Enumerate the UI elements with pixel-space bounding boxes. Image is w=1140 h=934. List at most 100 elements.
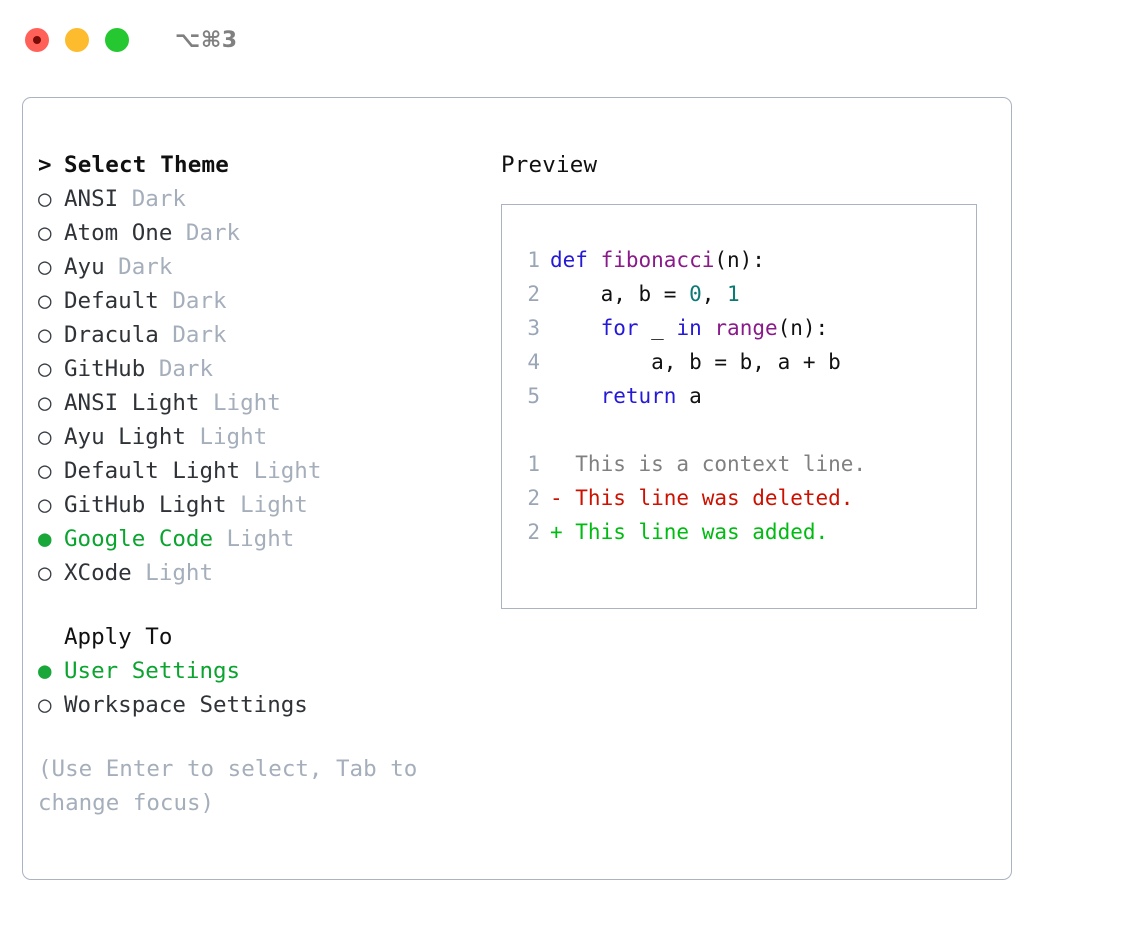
theme-kind-badge: Dark bbox=[172, 220, 241, 246]
apply-to-header: Apply To bbox=[38, 620, 478, 654]
radio-unselected-icon[interactable]: ○ bbox=[38, 492, 52, 518]
diff-line-text: This is a context line. bbox=[550, 452, 867, 476]
theme-list-item[interactable]: ○ GitHub Dark bbox=[38, 352, 478, 386]
radio-selected-icon[interactable]: ● bbox=[38, 526, 52, 552]
recording-dot-icon bbox=[33, 36, 41, 44]
apply-to-option[interactable]: ●User Settings bbox=[38, 654, 478, 688]
code-token: def bbox=[550, 248, 601, 272]
radio-unselected-icon[interactable]: ○ bbox=[38, 186, 52, 212]
maximize-window-button[interactable] bbox=[105, 28, 129, 52]
minimize-window-button[interactable] bbox=[65, 28, 89, 52]
theme-list-item[interactable]: ● Google Code Light bbox=[38, 522, 478, 556]
code-token: return bbox=[600, 384, 677, 408]
code-token: , bbox=[701, 282, 728, 306]
theme-kind-badge: Dark bbox=[145, 356, 214, 382]
theme-kind-badge: Dark bbox=[104, 254, 173, 280]
theme-list-item[interactable]: ○ Default Light Light bbox=[38, 454, 478, 488]
apply-to-option-label: Workspace Settings bbox=[64, 692, 308, 718]
code-line-number: 5 bbox=[527, 384, 540, 408]
theme-kind-badge: Light bbox=[131, 560, 214, 586]
theme-name: GitHub bbox=[64, 356, 146, 382]
theme-list-item[interactable]: ○ Default Dark bbox=[38, 284, 478, 318]
main-panel: >Select Theme ○ANSI Dark○Atom One Dark○A… bbox=[22, 97, 1012, 880]
theme-list-item[interactable]: ○ ANSI Dark bbox=[38, 182, 478, 216]
code-token: for bbox=[600, 316, 639, 340]
code-line: 5 return a bbox=[514, 379, 976, 413]
theme-name: Ayu Light bbox=[64, 424, 186, 450]
close-window-button[interactable] bbox=[25, 28, 49, 52]
diff-line: 2 + This line was added. bbox=[514, 515, 976, 549]
theme-kind-badge: Light bbox=[185, 424, 268, 450]
code-token: (n): bbox=[777, 316, 829, 340]
code-token: (n): bbox=[714, 248, 765, 272]
theme-name: XCode bbox=[64, 560, 132, 586]
select-theme-title: Select Theme bbox=[64, 152, 229, 178]
diff-sample-block: 1 This is a context line.2- This line wa… bbox=[514, 447, 976, 549]
theme-list-item[interactable]: ○ XCode Light bbox=[38, 556, 478, 590]
code-token: a, b = bbox=[550, 282, 690, 306]
theme-name: ANSI bbox=[64, 186, 119, 212]
code-line: 3 for _ in range(n): bbox=[514, 311, 976, 345]
select-theme-header: > Select Theme bbox=[38, 148, 478, 182]
diff-line: 1 This is a context line. bbox=[514, 447, 976, 481]
keyboard-shortcut-label: ⌥⌘3 bbox=[175, 27, 238, 53]
code-line: 2 a, b = 0, 1 bbox=[514, 277, 976, 311]
radio-unselected-icon[interactable]: ○ bbox=[38, 322, 52, 348]
radio-unselected-icon[interactable]: ○ bbox=[38, 390, 52, 416]
radio-unselected-icon[interactable]: ○ bbox=[38, 254, 52, 280]
code-token bbox=[702, 316, 715, 340]
traffic-light-controls bbox=[25, 28, 129, 52]
code-token: a, b = b, a + b bbox=[550, 350, 841, 374]
apply-to-option[interactable]: ○ Workspace Settings bbox=[38, 688, 478, 722]
code-token bbox=[550, 384, 601, 408]
hint-text: (Use Enter to select, Tab to change focu… bbox=[38, 756, 418, 816]
theme-list-item[interactable]: ○Dracula Dark bbox=[38, 318, 478, 352]
theme-kind-badge: Light bbox=[240, 458, 322, 484]
code-line-number: 4 bbox=[527, 350, 540, 374]
theme-list-item[interactable]: ○ ANSI Light Light bbox=[38, 386, 478, 420]
theme-list-item[interactable]: ○Ayu Dark bbox=[38, 250, 478, 284]
code-token: a bbox=[676, 384, 702, 408]
theme-kind-badge: Dark bbox=[118, 186, 186, 212]
diff-line-text: + This line was added. bbox=[550, 520, 829, 544]
diff-line-number: 2 bbox=[527, 486, 540, 510]
radio-selected-icon[interactable]: ● bbox=[38, 658, 52, 684]
theme-name: Atom One bbox=[64, 220, 173, 246]
theme-kind-badge: Light bbox=[213, 526, 295, 552]
theme-name: Dracula bbox=[64, 322, 159, 348]
radio-unselected-icon[interactable]: ○ bbox=[38, 288, 52, 314]
radio-unselected-icon[interactable]: ○ bbox=[38, 692, 52, 718]
theme-name: ANSI Light bbox=[64, 390, 200, 416]
apply-to-list: ●User Settings ○ Workspace Settings bbox=[38, 654, 478, 722]
preview-spacer bbox=[514, 413, 976, 447]
preview-title: Preview bbox=[501, 152, 598, 178]
theme-list-item[interactable]: ○ Ayu Light Light bbox=[38, 420, 478, 454]
code-token: fibonacci bbox=[600, 248, 715, 272]
diff-line: 2- This line was deleted. bbox=[514, 481, 976, 515]
theme-name: Default Light bbox=[64, 458, 241, 484]
radio-unselected-icon[interactable]: ○ bbox=[38, 424, 52, 450]
theme-name: Default bbox=[64, 288, 159, 314]
code-token: 0 bbox=[689, 282, 702, 306]
radio-unselected-icon[interactable]: ○ bbox=[38, 220, 52, 246]
diff-line-number: 2 bbox=[527, 520, 540, 544]
apply-to-section: Apply To ●User Settings ○ Workspace Settin… bbox=[38, 620, 478, 722]
theme-name: Google Code bbox=[64, 526, 214, 552]
radio-unselected-icon[interactable]: ○ bbox=[38, 356, 52, 382]
theme-kind-badge: Dark bbox=[158, 288, 227, 314]
theme-list-item[interactable]: ○ GitHub Light Light bbox=[38, 488, 478, 522]
theme-kind-badge: Light bbox=[199, 390, 281, 416]
radio-unselected-icon[interactable]: ○ bbox=[38, 560, 52, 586]
theme-list-item[interactable]: ○ Atom One Dark bbox=[38, 216, 478, 250]
window-titlebar: ⌥⌘3 bbox=[0, 0, 1140, 80]
cursor-marker-icon: > bbox=[38, 152, 52, 178]
code-token: range bbox=[714, 316, 778, 340]
code-token: 1 bbox=[727, 282, 740, 306]
code-line-number: 1 bbox=[527, 248, 540, 272]
theme-name: GitHub Light bbox=[64, 492, 227, 518]
radio-unselected-icon[interactable]: ○ bbox=[38, 458, 52, 484]
theme-kind-badge: Light bbox=[226, 492, 308, 518]
